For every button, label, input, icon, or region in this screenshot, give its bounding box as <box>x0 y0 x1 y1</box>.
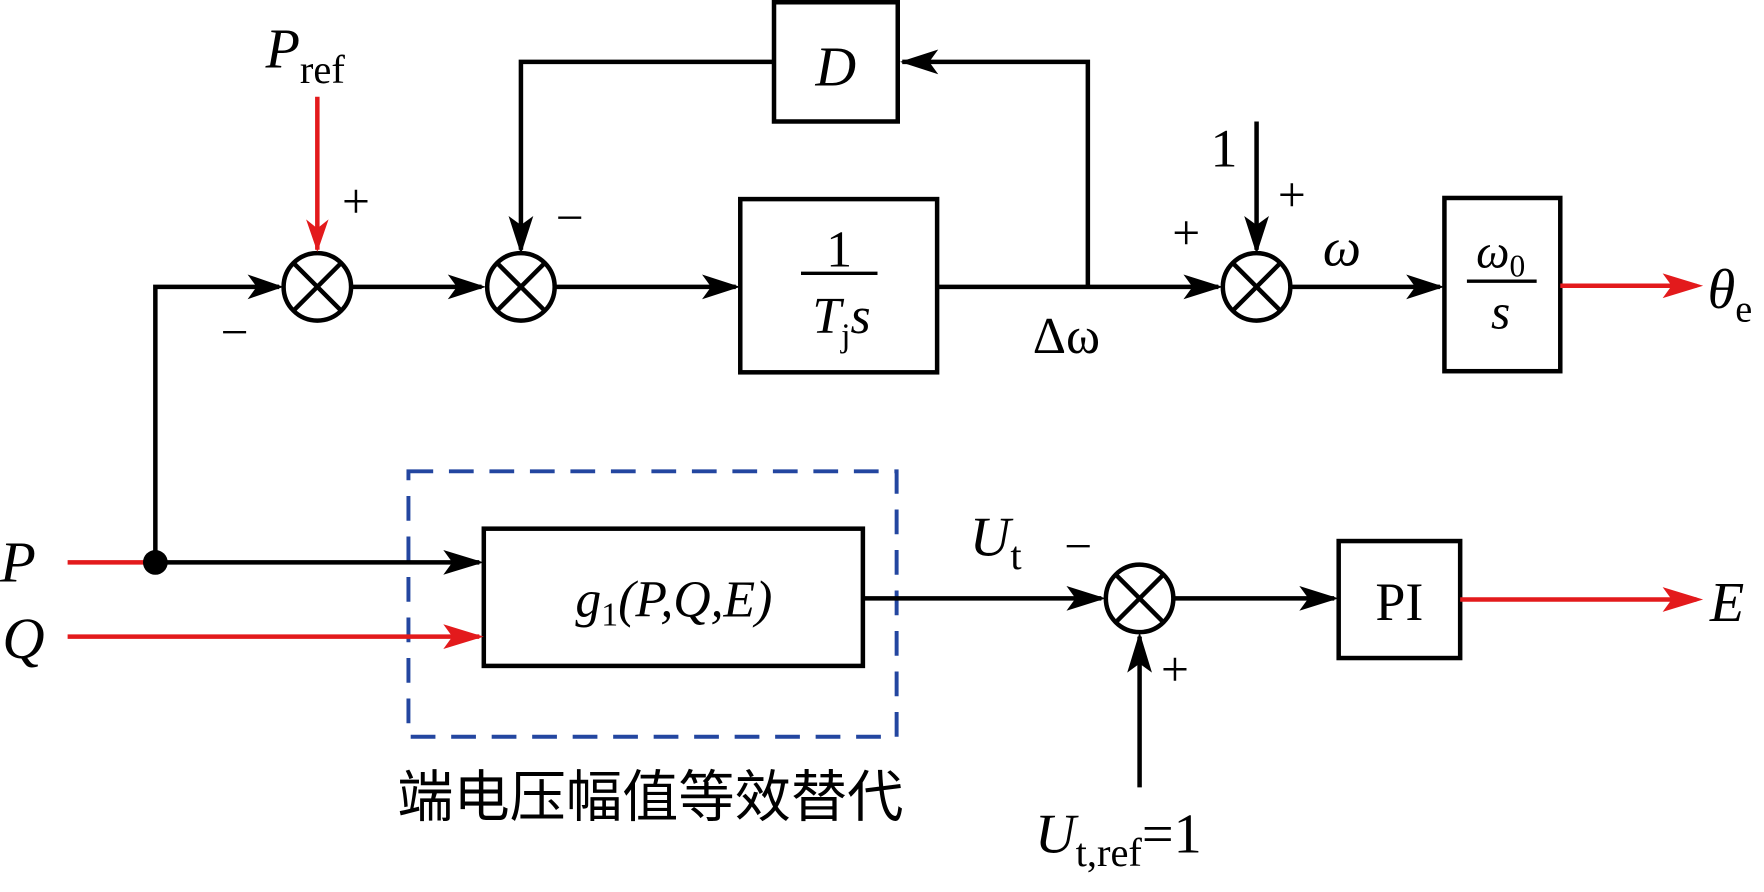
g1-block: g1(P,Q,E) <box>481 526 866 669</box>
inertia-numerator: 1 <box>826 222 852 279</box>
theta-e-label: θe <box>1708 259 1753 330</box>
g1-function-label: g1(P,Q,E) <box>575 571 772 633</box>
equivalent-substitution-group <box>406 469 899 739</box>
branch-point <box>142 550 168 575</box>
delta-omega-tap-wire <box>902 59 1091 287</box>
sign-sum4-bottom: + <box>1161 642 1189 697</box>
inertia-block: 1 Tjs <box>738 196 940 375</box>
sum-junction-2 <box>484 250 557 323</box>
integrator-block: ω0 s <box>1442 195 1563 374</box>
integrator-denominator: s <box>1491 284 1510 339</box>
omega-label: ω <box>1323 217 1361 277</box>
inertia-denominator: Tjs <box>812 288 870 354</box>
e-output-label: E <box>1709 572 1744 634</box>
group-label: 端电压幅值等效替代 <box>397 768 903 830</box>
p-input-label: P <box>0 530 36 595</box>
damping-label: D <box>815 36 857 98</box>
q-input-label: Q <box>2 606 44 671</box>
pref-label: Pref <box>265 18 346 92</box>
integrator-numerator: ω0 <box>1476 227 1525 284</box>
pi-block: PI <box>1336 538 1463 661</box>
sign-sum1-left: − <box>221 305 249 360</box>
sum-junction-4 <box>1103 562 1176 635</box>
damping-block: D <box>771 0 900 124</box>
sign-sum2-top: − <box>556 190 584 245</box>
ut-label: Ut <box>970 507 1023 578</box>
damping-feedback-wire <box>518 59 775 250</box>
sign-sum4-left: − <box>1064 518 1092 573</box>
one-label: 1 <box>1210 118 1237 178</box>
delta-omega-label: Δω <box>1033 308 1100 365</box>
sign-sum1-top: + <box>342 174 370 229</box>
sign-sum3-top: + <box>1278 167 1306 222</box>
p-feedback-wire <box>153 284 280 563</box>
sum-junction-1 <box>281 250 354 323</box>
sign-sum3-left: + <box>1172 206 1200 261</box>
ut-ref-label: Ut,ref=1 <box>1035 804 1202 875</box>
pi-label: PI <box>1375 572 1423 632</box>
sum-junction-3 <box>1220 250 1293 323</box>
